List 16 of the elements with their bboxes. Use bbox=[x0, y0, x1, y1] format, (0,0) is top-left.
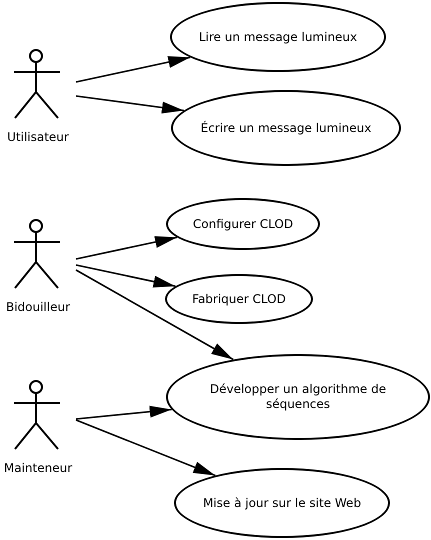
arrow bbox=[76, 236, 178, 260]
use-case-ellipse: Lire un message lumineux bbox=[170, 2, 386, 72]
use-case-ellipse: Mise à jour sur le site Web bbox=[174, 468, 390, 538]
actor-label: Bidouilleur bbox=[4, 300, 72, 314]
arrow bbox=[76, 56, 190, 83]
use-case-ellipse: Écrire un message lumineux bbox=[171, 90, 401, 166]
actor-label: Mainteneur bbox=[2, 461, 74, 475]
arrow bbox=[76, 406, 172, 420]
use-case-ellipse: Développer un algorithme de séquences bbox=[166, 354, 430, 440]
use-case-ellipse: Fabriquer CLOD bbox=[165, 274, 313, 324]
arrow bbox=[76, 269, 234, 360]
arrow bbox=[76, 264, 176, 288]
arrow bbox=[76, 95, 184, 114]
actor-label: Utilisateur bbox=[6, 130, 70, 144]
use-case-ellipse: Configurer CLOD bbox=[166, 198, 320, 250]
arrow bbox=[76, 419, 216, 476]
